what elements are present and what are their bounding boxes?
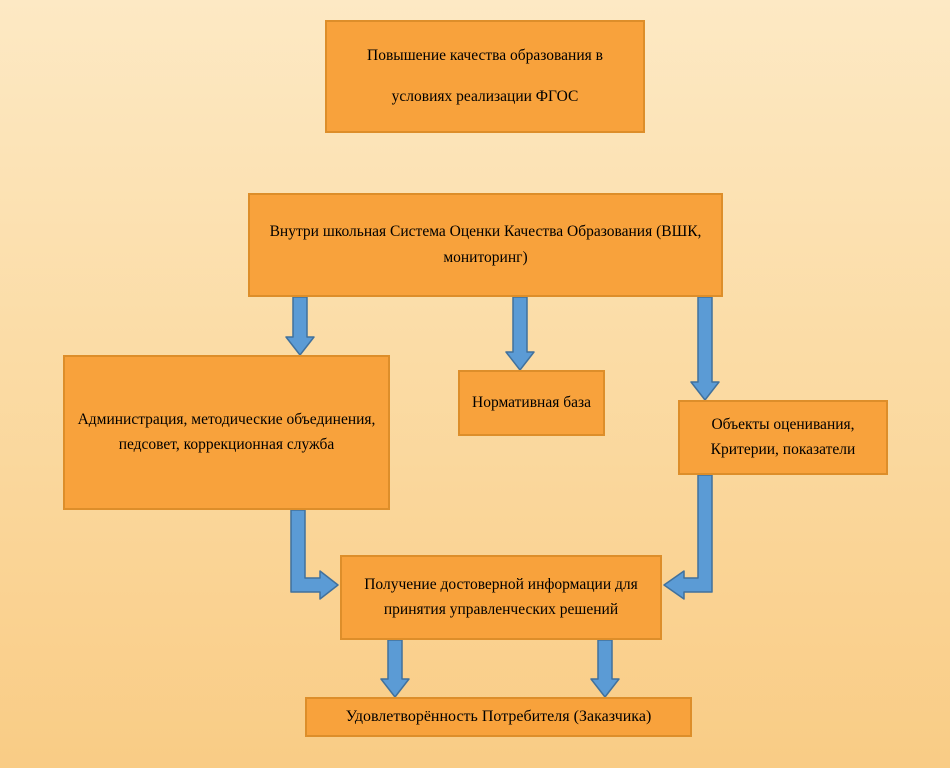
arrow-info-to-satisfaction-right [590, 639, 620, 698]
arrow-administration-to-info [290, 509, 339, 600]
box-reliable-information: Получение достоверной информации для при… [340, 555, 662, 640]
box-customer-satisfaction-label: Удовлетворённость Потребителя (Заказчика… [345, 707, 652, 725]
arrow-system-to-normative [505, 296, 535, 371]
box-evaluation-objects-label: Объекты оценивания, Критерии, показатели [710, 416, 856, 458]
arrow-system-to-administration [285, 296, 315, 356]
box-administration: Администрация, методические объединения,… [63, 355, 390, 510]
arrow-objects-to-info [663, 474, 713, 600]
box-reliable-information-label: Получение достоверной информации для при… [364, 576, 638, 618]
box-normative-base-label: Нормативная база [472, 393, 591, 411]
box-goal-label: Повышение качества образования в условия… [367, 47, 603, 105]
box-administration-label: Администрация, методические объединения,… [77, 411, 376, 453]
arrow-info-to-satisfaction-left [380, 639, 410, 698]
box-evaluation-objects: Объекты оценивания, Критерии, показатели [678, 400, 888, 475]
arrow-system-to-objects [690, 296, 720, 401]
box-normative-base: Нормативная база [458, 370, 605, 436]
box-goal: Повышение качества образования в условия… [325, 20, 645, 133]
box-customer-satisfaction: Удовлетворённость Потребителя (Заказчика… [305, 697, 692, 737]
box-school-quality-system-label: Внутри школьная Система Оценки Качества … [269, 222, 702, 266]
box-school-quality-system: Внутри школьная Система Оценки Качества … [248, 193, 723, 297]
